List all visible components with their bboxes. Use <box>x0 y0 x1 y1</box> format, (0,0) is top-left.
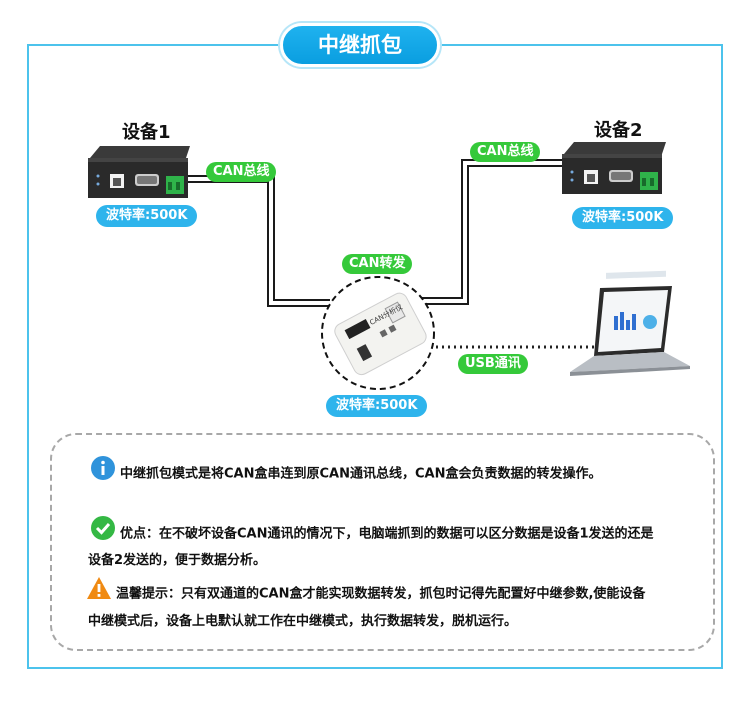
note-advantage: 优点：在不破坏设备CAN通讯的情况下，电脑端抓到的数据可以区分数据是设备1发送的… <box>90 515 654 553</box>
page-title: 中继抓包 <box>280 23 440 67</box>
warning-icon <box>86 576 112 612</box>
can-bus-wire-left-b <box>188 181 330 307</box>
can-box-image <box>334 292 427 376</box>
usb-tag: USB通讯 <box>458 354 528 374</box>
note-info-text: 中继抓包模式是将CAN盒串连到原CAN通讯总线，CAN盒会负责数据的转发操作。 <box>120 466 602 482</box>
device-2-baud: 波特率:500K <box>572 207 674 229</box>
can-bus-wire-right-b <box>420 165 562 305</box>
note-warning: 温馨提示：只有双通道的CAN盒才能实现数据转发，抓包时记得先配置好中继参数,使能… <box>86 576 645 612</box>
can-box-tag: CAN转发 <box>342 254 413 274</box>
device-1-baud: 波特率:500K <box>96 205 198 227</box>
note-advantage-cont: 设备2发送的，便于数据分析。 <box>88 553 267 568</box>
device-2-image <box>562 142 666 194</box>
can-bus-wire-left-a <box>188 175 330 301</box>
can-bus-right-tag: CAN总线 <box>470 142 541 162</box>
check-icon <box>90 515 116 553</box>
note-warning-line1: 温馨提示：只有双通道的CAN盒才能实现数据转发，抓包时记得先配置好中继参数,使能… <box>116 586 646 602</box>
can-bus-wire-right-a <box>420 159 562 299</box>
can-box-baud: 波特率:500K <box>326 395 428 417</box>
laptop-image <box>570 270 690 376</box>
can-bus-left-tag: CAN总线 <box>206 162 277 182</box>
note-warning-cont: 中继模式后，设备上电默认就工作在中继模式，执行数据转发，脱机运行。 <box>88 614 518 629</box>
note-advantage-line1: 优点：在不破坏设备CAN通讯的情况下，电脑端抓到的数据可以区分数据是设备1发送的… <box>120 526 654 542</box>
device-1-image <box>88 146 190 198</box>
note-info: 中继抓包模式是将CAN盒串连到原CAN通讯总线，CAN盒会负责数据的转发操作。 <box>90 455 601 493</box>
device-1-label: 设备1 <box>122 122 171 143</box>
info-icon <box>90 455 116 493</box>
notes-box <box>50 433 715 651</box>
device-2-label: 设备2 <box>594 120 643 141</box>
